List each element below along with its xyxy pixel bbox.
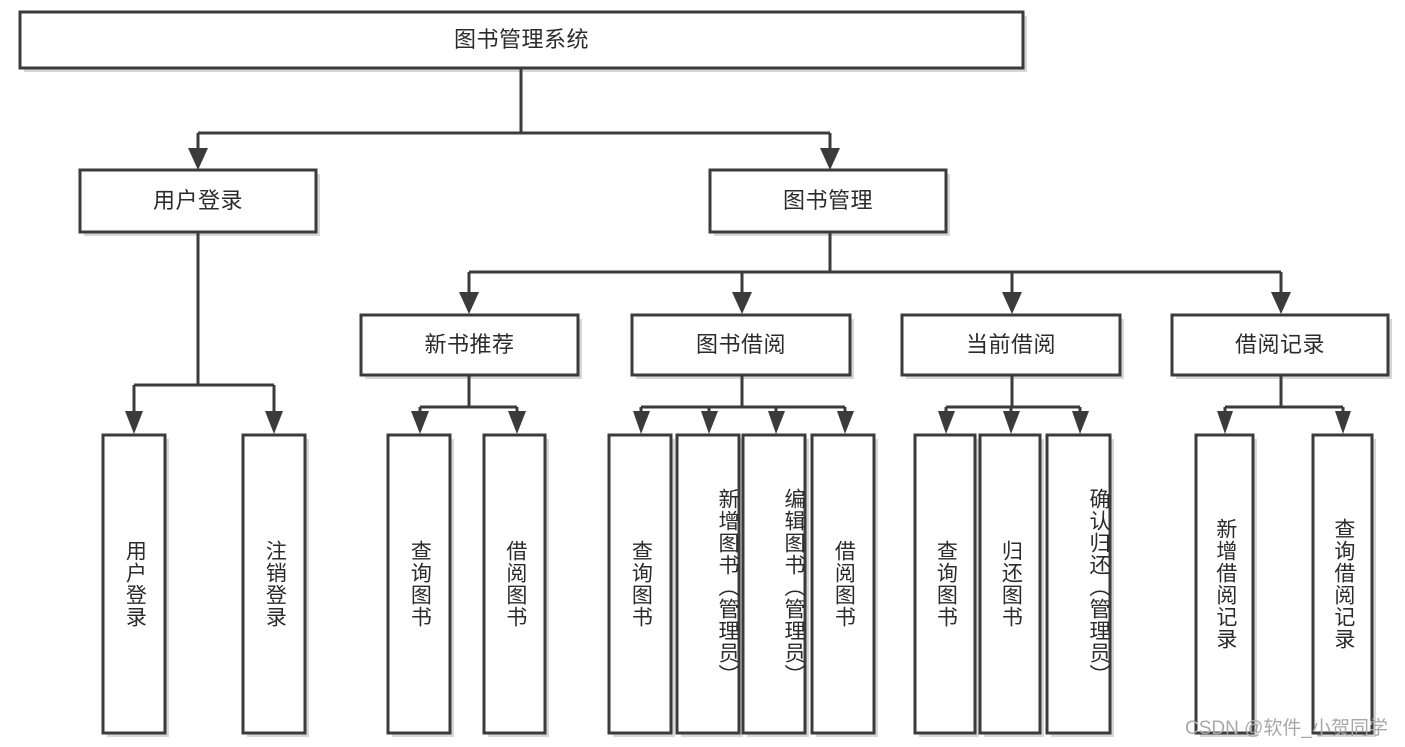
node-leaf-book-borrow-3[interactable]	[810, 433, 876, 735]
node-leaf-user-login-1[interactable]	[241, 433, 307, 735]
node-new-book-recommend[interactable]	[359, 313, 580, 377]
arrow-icon	[1271, 292, 1291, 314]
connector-lines	[132, 68, 1345, 415]
arrow-icon	[1003, 411, 1020, 434]
arrow-heads	[125, 148, 1351, 434]
node-leaf-book-borrow-0[interactable]	[607, 433, 673, 735]
node-leaf-new-book-0[interactable]	[386, 433, 452, 735]
node-leaf-current-borrow-0[interactable]	[913, 433, 977, 735]
arrow-icon	[188, 148, 208, 170]
arrow-icon	[1072, 411, 1089, 434]
arrow-icon	[701, 411, 718, 434]
arrow-icon	[768, 411, 785, 434]
arrow-icon	[265, 411, 283, 434]
node-current-borrow[interactable]	[900, 313, 1122, 377]
arrow-icon	[837, 411, 854, 434]
arrow-icon	[1217, 411, 1233, 434]
node-boxes	[18, 10, 1390, 735]
arrow-icon	[732, 292, 752, 314]
arrow-icon	[459, 292, 479, 314]
node-user-login[interactable]	[78, 168, 318, 234]
node-leaf-user-login-0[interactable]	[101, 433, 167, 735]
node-leaf-borrow-record-1[interactable]	[1311, 433, 1374, 735]
arrow-icon	[633, 411, 650, 434]
arrow-icon	[1335, 411, 1351, 434]
arrow-icon	[820, 148, 840, 170]
node-leaf-book-borrow-1[interactable]	[675, 433, 741, 735]
node-book-borrow[interactable]	[630, 313, 852, 377]
node-leaf-book-borrow-2[interactable]	[741, 433, 807, 735]
node-root[interactable]	[18, 10, 1025, 70]
arrow-icon	[508, 411, 526, 434]
node-leaf-current-borrow-2[interactable]	[1045, 433, 1112, 735]
node-leaf-new-book-1[interactable]	[482, 433, 547, 735]
node-leaf-borrow-record-0[interactable]	[1194, 433, 1255, 735]
arrow-icon	[411, 411, 429, 434]
node-book-manage[interactable]	[708, 168, 948, 234]
arrow-icon	[1002, 292, 1022, 314]
node-leaf-current-borrow-1[interactable]	[978, 433, 1042, 735]
node-borrow-record[interactable]	[1170, 313, 1390, 377]
arrow-icon	[938, 411, 955, 434]
arrow-icon	[125, 411, 143, 434]
